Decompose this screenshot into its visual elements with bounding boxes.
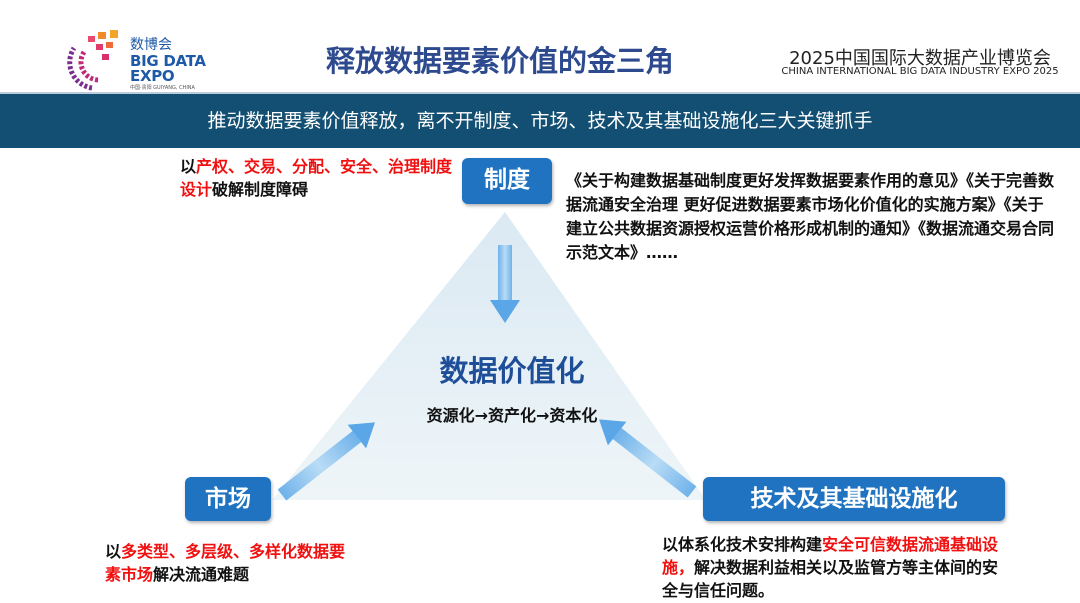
institution-button[interactable]: 制度 <box>462 158 552 204</box>
highlight-text: 多类型、多层级、多样化数据要素市场 <box>105 542 346 584</box>
logo-en1: BIG DATA <box>130 52 206 70</box>
desc-text: 破解制度障碍 <box>212 180 309 199</box>
institution-documents: 《关于构建数据基础制度更好发挥数据要素作用的意见》《关于完善数据流通安全治理 更… <box>566 171 1055 262</box>
logo-cn: 数博会 <box>130 37 172 53</box>
market-desc: 以多类型、多层级、多样化数据要素市场解决流通难题 <box>105 540 360 586</box>
desc-text: 解决数据利益相关以及监管方等主体间的安全与信任问题。 <box>662 558 999 600</box>
slide-title: 释放数据要素价值的金三角 <box>325 44 674 78</box>
market-button[interactable]: 市场 <box>185 477 271 521</box>
logo-en2: EXPO <box>130 67 175 85</box>
logo-sub: 中国·贵阳 GUIYANG, CHINA <box>130 85 195 91</box>
technology-button[interactable]: 技术及其基础设施化 <box>703 477 1005 521</box>
highlight-text: 产权、交易、分配、安全、治理制度设计 <box>180 157 453 199</box>
arrow-market <box>277 422 375 501</box>
center-title: 数据价值化 <box>439 354 585 388</box>
desc-text: 解决流通难题 <box>153 565 250 584</box>
expo-name-cn: 2025中国国际大数据产业博览会 <box>789 48 1051 69</box>
desc-text: 以体系化技术安排构建 <box>662 535 823 554</box>
expo-name-en: CHINA INTERNATIONAL BIG DATA INDUSTRY EX… <box>781 66 1059 77</box>
center-subtitle: 资源化→资产化→资本化 <box>426 406 598 425</box>
desc-text: 以 <box>180 157 197 176</box>
arrow-institution <box>490 245 520 323</box>
logo-mark-icon <box>67 30 118 91</box>
desc-text: 以 <box>105 542 122 561</box>
technology-desc: 以体系化技术安排构建安全可信数据流通基础设施，解决数据利益相关以及监管方等主体间… <box>662 533 1002 602</box>
value-triangle <box>272 212 706 500</box>
subtitle-band: 推动数据要素价值释放，离不开制度、市场、技术及其基础设施化三大关键抓手 <box>0 92 1080 148</box>
institution-desc: 以产权、交易、分配、安全、治理制度设计破解制度障碍 <box>180 155 455 201</box>
arrow-technology <box>599 419 697 498</box>
highlight-text: 安全可信数据流通基础设施， <box>662 535 999 577</box>
